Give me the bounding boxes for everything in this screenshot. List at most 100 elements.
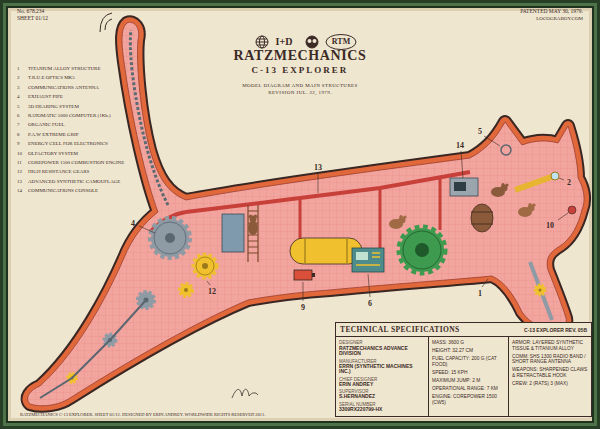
callout-number: 9 <box>301 304 305 312</box>
gear <box>165 233 175 243</box>
computer <box>352 248 384 272</box>
gear <box>539 289 542 292</box>
antenna-signal <box>100 13 112 32</box>
part-name: ADVANCED SYNTHETIC CAMOUFLAGE <box>28 179 120 184</box>
gear <box>184 288 188 292</box>
website: LOCOGRABOY.COM <box>536 16 583 21</box>
part-name: COMMUNICATIONS CONSOLE <box>28 188 98 193</box>
signature <box>232 389 258 398</box>
barrel <box>471 204 493 232</box>
spec-value: ERRN (SYNTHETIC MACHINES INC.) <box>339 364 425 376</box>
list-number: 2 <box>17 75 20 80</box>
leader-lines <box>461 151 463 178</box>
computer-screen <box>356 252 368 260</box>
list-number: 8 <box>17 132 20 137</box>
revision-note: MODEL DIAGRAM AND MAIN STRUCTURES <box>242 83 358 88</box>
patent-note: PATENTED MAY 30, 1979. <box>520 9 583 15</box>
callout-number: 4 <box>131 220 135 228</box>
ladder <box>248 205 258 262</box>
spec-value: FUEL CAPACITY: 200 G (CAT FOOD) <box>432 356 505 367</box>
leader-lines <box>558 213 568 220</box>
gear <box>151 219 189 257</box>
rat-pilot <box>505 183 508 186</box>
list-number: 10 <box>17 151 22 156</box>
energy-cell-terminal <box>312 273 315 277</box>
fuel-pipe <box>186 172 470 212</box>
list-number: 3 <box>17 85 20 90</box>
logo-icons <box>256 35 356 50</box>
console-screen <box>454 182 466 191</box>
part-name: 3D HEARING SYSTEM <box>28 104 79 109</box>
comm-console <box>450 178 478 196</box>
gear <box>202 263 208 269</box>
gear <box>180 284 192 296</box>
part-name: COREPOWER 1500 COMBUSTION ENGINE <box>28 160 124 165</box>
callout-number: 1 <box>478 290 482 298</box>
list-number: 14 <box>17 188 22 193</box>
antenna-cable <box>130 30 168 205</box>
rat-pilot <box>532 203 535 206</box>
spec-value: WEAPONS: SHARPENED CLAWS & RETRACTABLE H… <box>512 367 588 378</box>
paper-frame <box>8 8 592 421</box>
leader-lines <box>484 136 500 146</box>
engine-gear <box>403 231 441 269</box>
list-number: 13 <box>17 179 22 184</box>
spec-value: CREW: 2 (RATS) 3 (MAX) <box>512 381 588 387</box>
sheet-number: No. 678.234 <box>17 9 44 15</box>
table-header: TECHNICAL SPECIFICATIONSC-13 EXPLORER RE… <box>336 323 591 338</box>
spec-value: ARMOR: LAYERED SYNTHETIC TISSUE & TITANI… <box>512 340 588 351</box>
gear <box>180 284 192 296</box>
antenna-signal <box>100 13 112 32</box>
callout-number: 12 <box>207 288 217 296</box>
hearing-system <box>501 145 511 155</box>
barrel-band <box>471 212 493 224</box>
rat-pilot <box>248 221 258 235</box>
gear <box>196 257 214 275</box>
list-number: 11 <box>17 160 22 165</box>
spec-value: 3309RX220799-HX <box>339 407 425 413</box>
leader-lines <box>207 281 210 285</box>
part-name: T.R.U.E OPTICS MK5 <box>28 75 75 80</box>
list-number: 5 <box>17 104 20 109</box>
table-column: DESIGNERRATZMECHANICS ADVANCE DIVISIONMA… <box>336 337 428 416</box>
rat-pilot <box>389 215 407 229</box>
part-name: ENERGY CELL FOR ELECTRONICS <box>28 141 108 146</box>
machine-block <box>222 214 244 252</box>
logo-icons <box>308 39 312 43</box>
callout-number: 10 <box>545 222 555 230</box>
gear <box>151 219 189 257</box>
leader-lines <box>482 279 488 287</box>
rat-pilot <box>249 214 252 217</box>
leader-lines <box>303 282 304 301</box>
revision-note: REVISION JUL. 22, 1979. <box>268 90 332 95</box>
machinery <box>40 30 600 429</box>
callout-number: 14 <box>456 142 464 150</box>
spec-value: S.HERNANDEZ <box>339 394 425 400</box>
part-name: TITANIUM ALLOY STRUCTURE <box>28 66 100 71</box>
part-name: ORGANIC FUEL <box>28 122 65 127</box>
rat-pilot <box>254 214 257 217</box>
antenna-signal <box>105 19 112 30</box>
part-name: EXHAUST PIPE <box>28 94 63 99</box>
spec-value: SPEED: 15 KPH <box>432 370 505 376</box>
logo-icons <box>256 39 268 45</box>
spec-value: COMM: SHS 1300 RADIO BAND / SHORT RANGE … <box>512 354 588 365</box>
list-number: 7 <box>17 122 20 127</box>
engine-gear <box>400 228 444 272</box>
logo-icons <box>326 35 356 50</box>
gear <box>535 285 545 295</box>
part-name: OLFACTORY SYSTEM <box>28 151 78 156</box>
logo-text: RTM <box>332 38 350 46</box>
leader-lines <box>559 178 564 180</box>
list-number: 6 <box>17 113 20 118</box>
optics-telescope <box>515 176 554 190</box>
piston <box>530 262 552 320</box>
logo-icons <box>256 36 268 48</box>
table-column: MASS: 3600 GHEIGHT: 32.27 CMFUEL CAPACIT… <box>428 337 508 416</box>
olfactory-system <box>568 206 576 214</box>
callout-number: 5 <box>478 128 482 136</box>
callout-number: 13 <box>314 164 322 172</box>
subtitle: C-13 EXPLORER <box>252 66 349 75</box>
